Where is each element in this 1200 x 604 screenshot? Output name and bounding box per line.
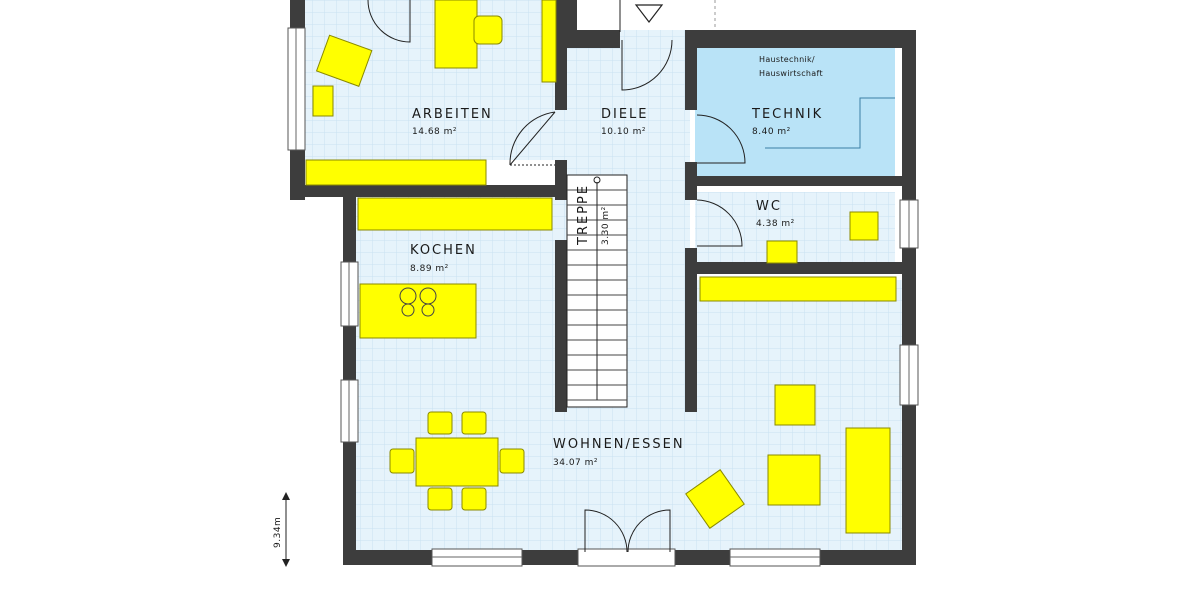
walls	[290, 0, 916, 565]
door-diele-wc	[696, 199, 743, 247]
door-arbeiten-top	[367, 0, 411, 43]
dining-chair	[427, 411, 453, 435]
coffee-table	[767, 454, 821, 506]
wall-top-technik	[685, 30, 916, 48]
dining-chair	[427, 487, 453, 511]
door-terrace-left	[584, 509, 628, 553]
office-chair	[473, 15, 503, 45]
entrance-triangle-icon	[619, 0, 716, 32]
staircase	[566, 174, 628, 408]
furniture	[305, 0, 897, 534]
cooktop-burner	[421, 303, 435, 317]
room-area-wc: 4.38 m²	[756, 219, 795, 229]
room-name-treppe: TREPPE	[576, 184, 591, 246]
dining-chair	[389, 448, 415, 474]
wall-wc-bottom	[685, 262, 905, 274]
cooktop-burner	[401, 303, 415, 317]
window-mullions	[295, 28, 910, 558]
wall-wohnen-right-divider	[685, 248, 697, 412]
dimension-label: 9.34m	[273, 517, 283, 548]
room-name-kochen: KOCHEN	[410, 243, 477, 258]
room-area-kochen: 8.89 m²	[410, 264, 449, 274]
cabinet-arbeiten	[305, 159, 487, 186]
technik-inner-shape	[765, 97, 895, 149]
floor-technik	[695, 48, 895, 176]
wall-step-top	[290, 185, 560, 197]
wall-diele-left-top	[555, 0, 567, 110]
room-name-arbeiten: ARBEITEN	[412, 107, 493, 122]
wall-right	[902, 30, 916, 565]
dining-chair	[499, 448, 525, 474]
technik-note-line1: Haustechnik/	[759, 55, 815, 64]
door-entrance	[621, 39, 673, 91]
desk	[434, 0, 478, 69]
door-diele-technik	[696, 114, 746, 164]
wall-top-diele	[565, 30, 620, 48]
kitchen-counter	[357, 197, 553, 231]
bookshelf-arbeiten	[541, 0, 557, 83]
wall-top-arbeiten-stub	[565, 0, 577, 30]
room-area-diele: 10.10 m²	[601, 127, 646, 137]
sofa	[845, 427, 891, 534]
room-area-technik: 8.40 m²	[752, 127, 791, 137]
dining-table	[415, 437, 499, 487]
door-terrace-right	[627, 509, 671, 553]
wc-toilet	[849, 211, 879, 241]
room-name-wc: WC	[756, 199, 782, 214]
wall-kochen-right	[555, 240, 567, 412]
wall-technik-wc	[685, 176, 905, 186]
doors	[367, 0, 746, 553]
armchair-wohnen-angled	[685, 469, 745, 529]
side-table-arbeiten	[312, 85, 334, 117]
dining-chair	[461, 411, 487, 435]
technik-note-line2: Hauswirtschaft	[759, 69, 823, 78]
dimension-arrow-icon	[282, 492, 290, 567]
kitchen-island	[359, 283, 477, 339]
dining-chair	[461, 487, 487, 511]
wall-left-upper	[290, 0, 305, 30]
room-area-arbeiten: 14.68 m²	[412, 127, 457, 137]
armchair-wohnen-top	[774, 384, 816, 426]
room-name-technik: TECHNIK	[751, 107, 823, 122]
wc-sink	[766, 240, 798, 264]
room-area-wohnen: 34.07 m²	[553, 458, 598, 468]
armchair-arbeiten	[315, 34, 373, 87]
sideboard-wohnen	[699, 276, 897, 302]
room-name-diele: DIELE	[601, 107, 649, 122]
room-area-treppe: 3.30 m²	[601, 206, 611, 245]
room-name-wohnen: WOHNEN/ESSEN	[553, 437, 685, 452]
room-labels: ARBEITEN 14.68 m² DIELE 10.10 m² Haustec…	[410, 55, 823, 468]
door-diele-arbeiten	[509, 111, 556, 166]
wall-diele-left-mid	[555, 160, 567, 200]
wall-diele-right-top	[685, 30, 697, 110]
